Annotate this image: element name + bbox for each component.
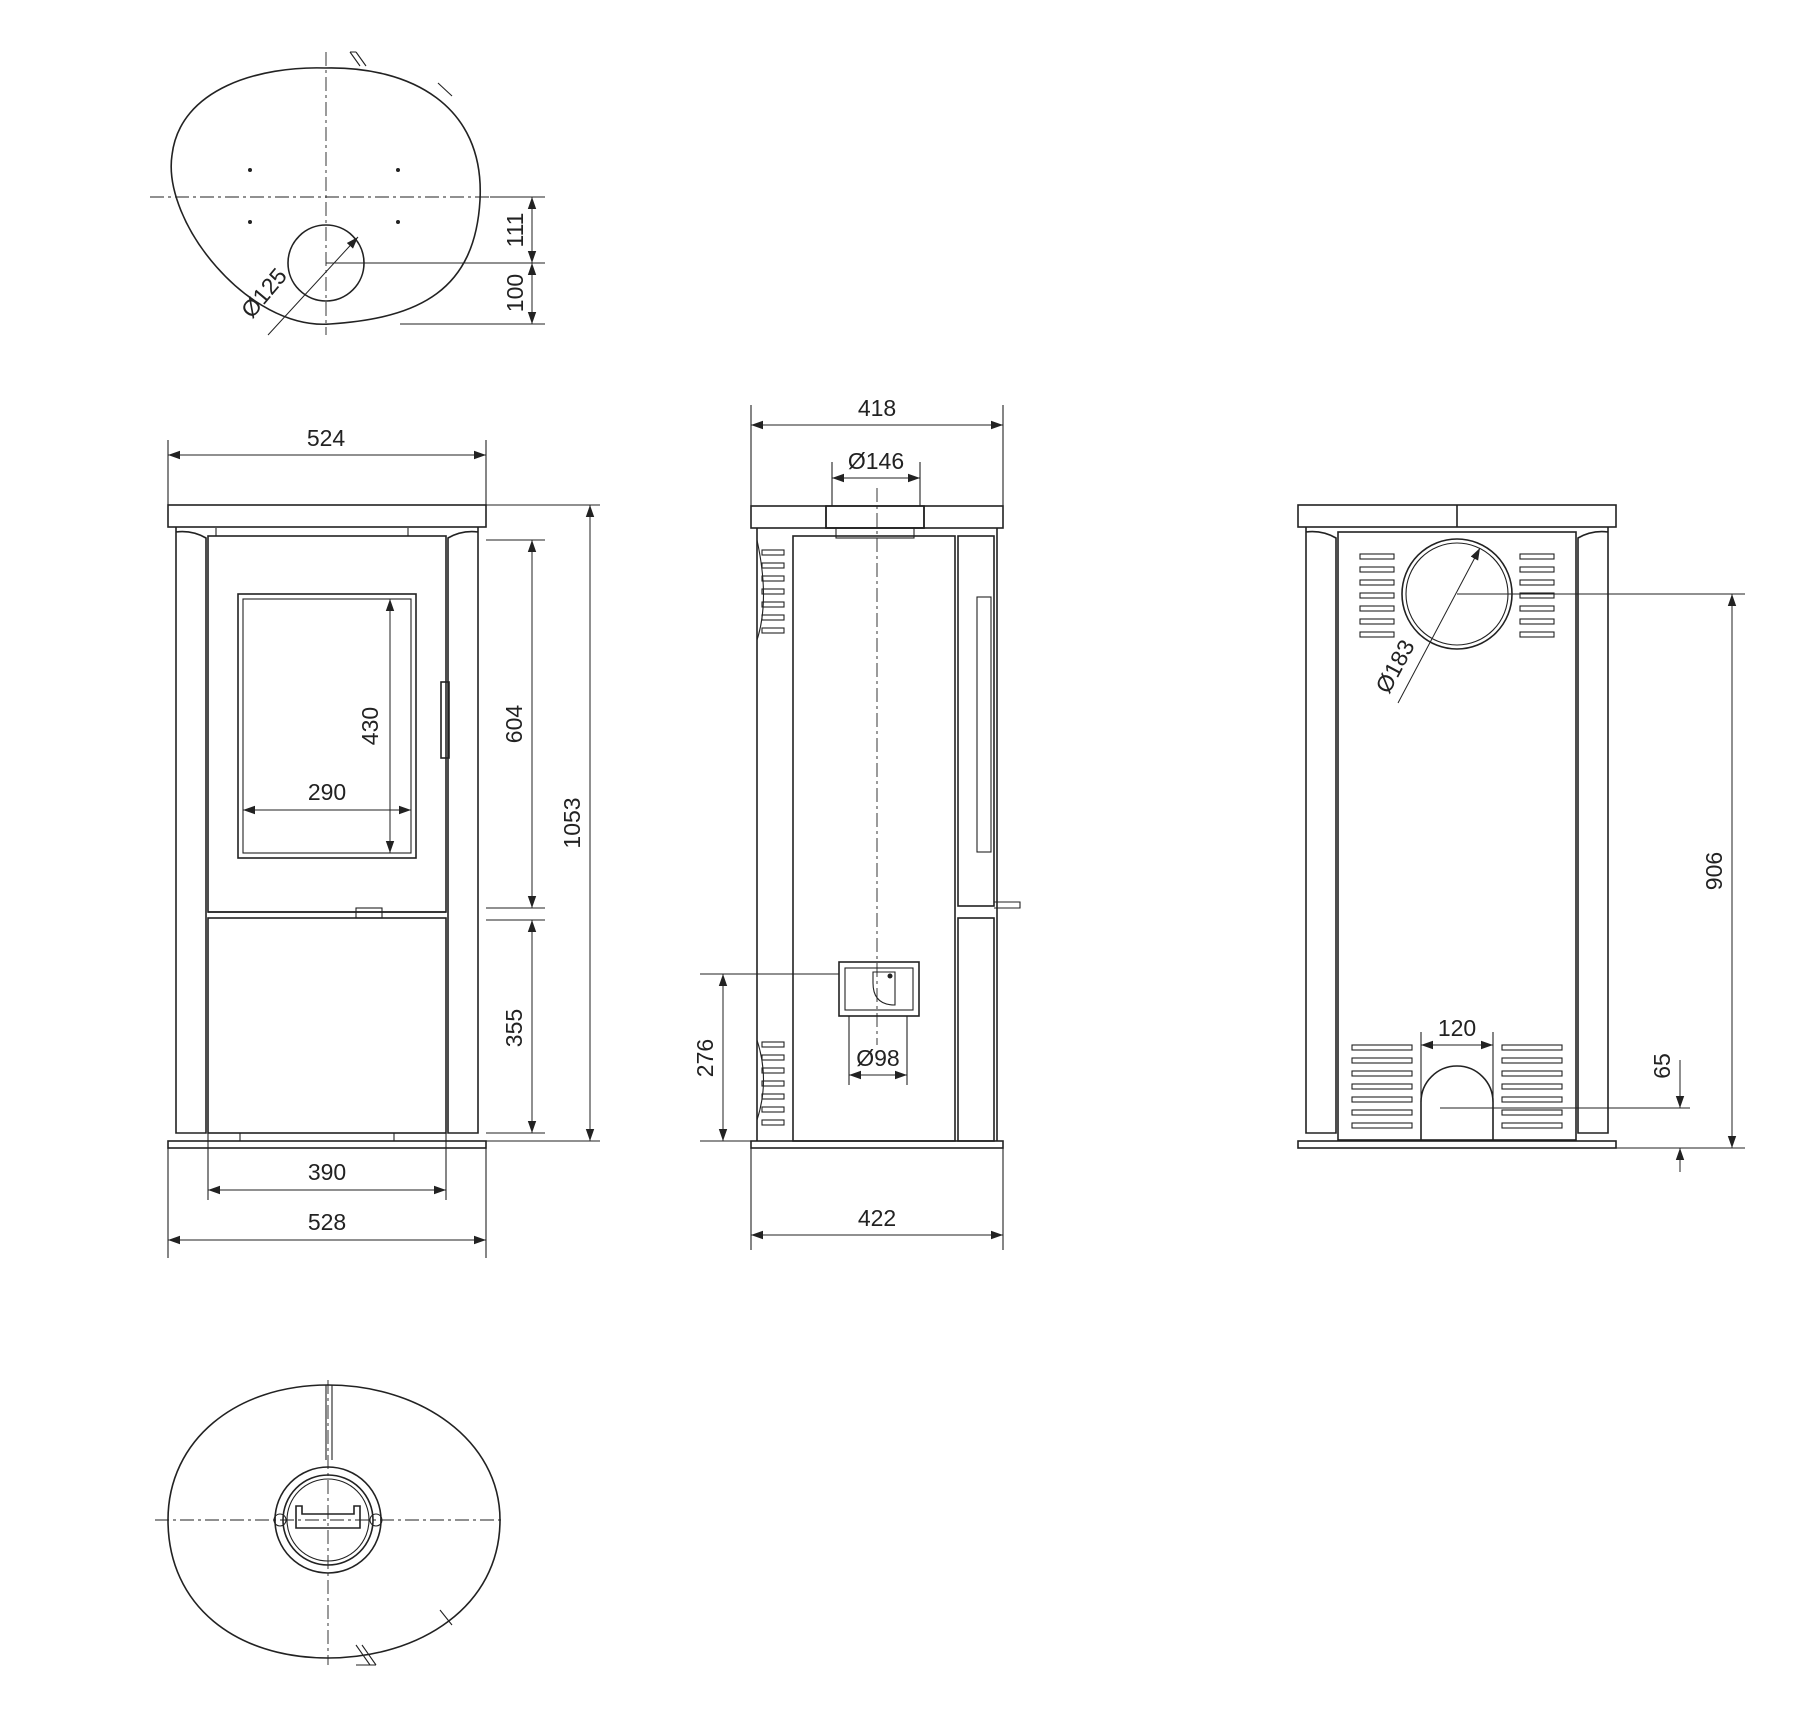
dim-front-height-total: 1053 — [559, 797, 585, 848]
back-vents-upper-left — [1359, 553, 1395, 638]
dim-glass-width: 290 — [308, 779, 346, 805]
top-view: Ø125 111 100 — [150, 51, 545, 336]
dim-back-opening-width: 120 — [1438, 1015, 1476, 1041]
back-vents-lower-right — [1501, 1044, 1563, 1129]
dim-front-width-top: 524 — [307, 425, 346, 451]
combustion-air-box — [838, 961, 920, 1017]
dim-side-width-bottom: 422 — [858, 1205, 896, 1231]
dim-side-air-diameter: Ø98 — [856, 1045, 899, 1071]
bottom-flange-outer — [274, 1466, 382, 1574]
back-view: Ø183 906 120 65 — [1297, 504, 1745, 1172]
dim-top-100: 100 — [502, 274, 528, 312]
dim-front-upper-height: 604 — [501, 705, 527, 744]
dim-front-width-bottom: 528 — [308, 1209, 346, 1235]
dim-side-width-top: 418 — [858, 395, 896, 421]
back-vents-lower-left — [1351, 1044, 1413, 1129]
side-vents-lower — [761, 1041, 785, 1126]
dim-back-outlet-diameter: Ø183 — [1370, 635, 1419, 697]
side-view: 418 Ø146 276 Ø98 422 — [692, 395, 1021, 1250]
dim-top-111: 111 — [502, 213, 528, 248]
dim-back-outlet-height: 906 — [1701, 852, 1727, 890]
dim-back-opening-height: 65 — [1649, 1053, 1675, 1079]
side-vents-upper — [761, 549, 785, 634]
bottom-view — [155, 1380, 505, 1666]
back-air-opening — [1420, 1065, 1494, 1140]
dim-side-outlet-diameter: Ø146 — [848, 448, 904, 474]
dim-front-inner-width: 390 — [308, 1159, 346, 1185]
dim-glass-height: 430 — [357, 707, 383, 745]
dim-side-air-height: 276 — [692, 1039, 718, 1077]
dim-front-lower-height: 355 — [501, 1009, 527, 1047]
back-vents-upper-right — [1519, 553, 1555, 638]
front-view: 524 1053 604 355 430 290 390 528 — [167, 425, 600, 1258]
